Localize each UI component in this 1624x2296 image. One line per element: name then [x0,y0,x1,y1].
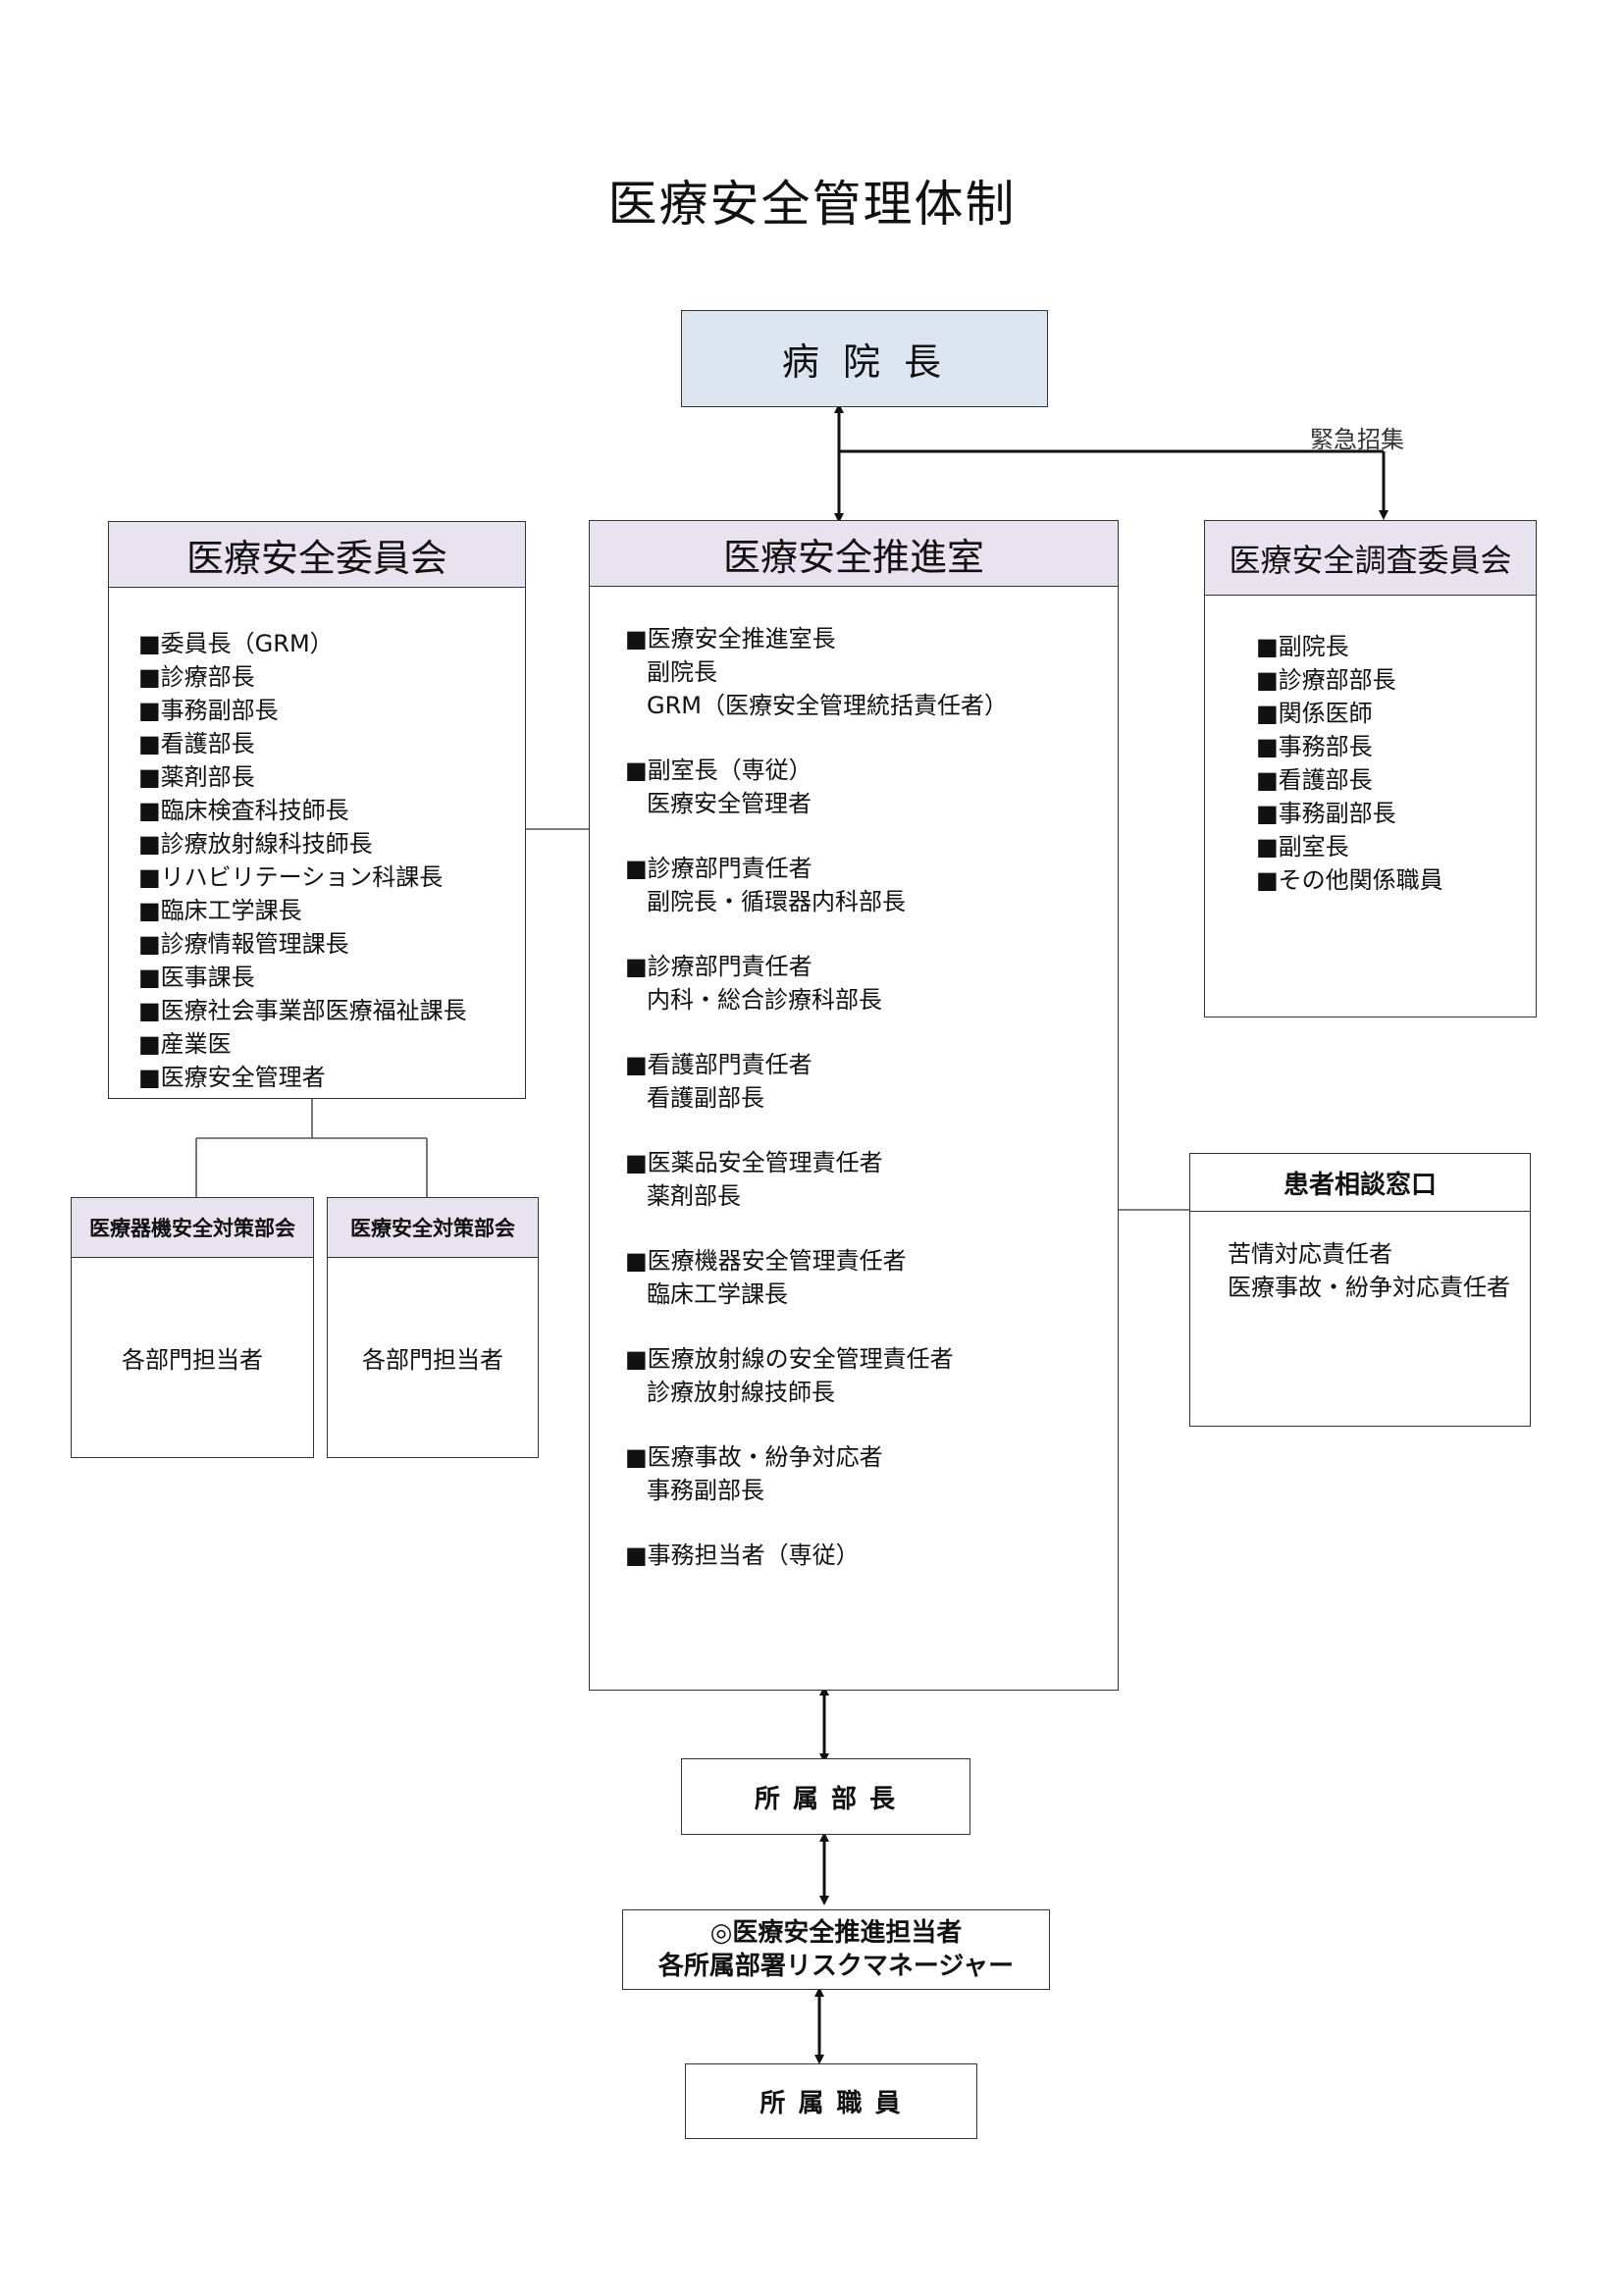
committee-member: ■産業医 [138,1030,232,1058]
consult-member: 医療事故・紛争対応責任者 [1228,1274,1510,1301]
consult-header: 患者相談窓口 [1189,1153,1531,1212]
dept-head-box: 所 属 部 長 [681,1758,970,1835]
office-group-sub: 副院長 [647,658,717,686]
subcommittee-2-body: 各部門担当者 [327,1257,539,1458]
committee-body: ■委員長（GRM） ■診療部長 ■事務副部長 ■看護部長 ■薬剤部長 ■臨床検査科技師長 ■… [108,587,526,1099]
committee-member: ■臨床検査科技師長 [138,797,349,824]
office-group-head: ■医療放射線の安全管理責任者 [625,1345,954,1373]
office-group: ■医療事故・紛争対応者事務副部長 [625,1440,1008,1507]
office-group-head: ■診療部門責任者 [625,855,812,882]
investigation-member: ■事務副部長 [1256,800,1396,827]
subcommittee-2-header: 医療安全対策部会 [327,1197,539,1258]
office-group: ■事務担当者（専従） [625,1539,1008,1572]
committee-member: ■リハビリテーション科課長 [138,863,444,891]
office-group-sub: 事務副部長 [647,1477,764,1504]
committee-member: ■診療情報管理課長 [138,930,349,958]
subcommittee-1-body: 各部門担当者 [71,1257,314,1458]
office-group-head: ■医療機器安全管理責任者 [625,1247,907,1275]
office-group-sub: 診療放射線技師長 [647,1379,835,1406]
committee-member: ■臨床工学課長 [138,897,302,924]
consult-member-list: 苦情対応責任者医療事故・紛争対応責任者 [1228,1237,1510,1304]
investigation-member: ■看護部長 [1256,766,1373,794]
subcommittee-1-text: 各部門担当者 [122,1346,263,1374]
office-group: ■副室長（専従） 医療安全管理者 [625,754,1008,820]
consult-body: 苦情対応責任者医療事故・紛争対応責任者 [1189,1211,1531,1427]
office-group-head: ■医療安全推進室長 [625,625,836,652]
office-group-sub: 臨床工学課長 [647,1280,788,1308]
committee-member: ■診療放射線科技師長 [138,830,373,858]
office-group: ■医薬品安全管理責任者薬剤部長 [625,1146,1008,1213]
investigation-member: ■診療部部長 [1256,666,1396,694]
office-group-list: ■医療安全推進室長副院長 GRM（医療安全管理統括責任者） ■副室長（専従） 医療安全… [625,622,1008,1603]
promoter-line-1: ◎医療安全推進担当者 [709,1918,963,1948]
office-group-head: ■医療事故・紛争対応者 [625,1443,883,1471]
subcommittee-2-text: 各部門担当者 [362,1346,503,1374]
committee-header: 医療安全委員会 [108,521,526,588]
committee-member: ■医事課長 [138,964,255,991]
promoter-line-2: 各所属部署リスクマネージャー [657,1952,1015,1981]
office-group-sub: 内科・総合診療科部長 [647,986,882,1014]
subcommittee-1-header: 医療器機安全対策部会 [71,1197,314,1258]
office-group: ■医療安全推進室長副院長 GRM（医療安全管理統括責任者） [625,622,1008,722]
committee-member: ■医療社会事業部医療福祉課長 [138,997,467,1024]
promoter-box: ◎医療安全推進担当者 各所属部署リスクマネージャー [622,1909,1050,1990]
office-group-sub: 副院長・循環器内科部長 [647,888,906,915]
investigation-body: ■副院長 ■診療部部長 ■関係医師 ■事務部長 ■看護部長 ■事務副部長 ■副室長 ■その他関… [1204,595,1537,1018]
office-group-sub: 薬剤部長 [647,1182,741,1210]
office-body: ■医療安全推進室長副院長 GRM（医療安全管理統括責任者） ■副室長（専従） 医療安全… [589,586,1119,1691]
investigation-member: ■関係医師 [1256,700,1373,727]
office-group-head: ■医薬品安全管理責任者 [625,1149,883,1176]
staff-box: 所 属 職 員 [685,2063,977,2139]
office-header: 医療安全推進室 [589,520,1119,587]
committee-member: ■診療部長 [138,663,255,691]
office-group: ■診療部門責任者副院長・循環器内科部長 [625,852,1008,918]
office-group: ■医療放射線の安全管理責任者診療放射線技師長 [625,1342,1008,1409]
investigation-member-list: ■副院長 ■診療部部長 ■関係医師 ■事務部長 ■看護部長 ■事務副部長 ■副室長 ■その他関… [1256,630,1443,897]
office-group: ■看護部門責任者看護副部長 [625,1048,1008,1115]
office-group-sub: 看護副部長 [647,1084,764,1112]
office-group-head: ■看護部門責任者 [625,1051,812,1078]
committee-member: ■事務副部長 [138,697,279,724]
investigation-member: ■その他関係職員 [1256,866,1443,894]
committee-member-list: ■委員長（GRM） ■診療部長 ■事務副部長 ■看護部長 ■薬剤部長 ■臨床検査科技師長 ■… [138,627,467,1094]
page-title: 医療安全管理体制 [607,176,1017,233]
emergency-label: 緊急招集 [1310,426,1404,453]
investigation-member: ■事務部長 [1256,733,1373,760]
office-group-sub: GRM（医療安全管理統括責任者） [647,692,1008,719]
consult-member: 苦情対応責任者 [1228,1240,1392,1268]
committee-member: ■看護部長 [138,730,255,757]
office-group: ■医療機器安全管理責任者臨床工学課長 [625,1244,1008,1311]
office-group-head: ■診療部門責任者 [625,953,812,980]
office-group-sub: 医療安全管理者 [647,790,812,817]
office-group-head: ■副室長（専従） [625,757,812,784]
committee-member: ■医療安全管理者 [138,1064,326,1091]
committee-member: ■薬剤部長 [138,763,255,791]
investigation-header: 医療安全調査委員会 [1204,520,1537,596]
office-group: ■診療部門責任者内科・総合診療科部長 [625,950,1008,1017]
investigation-member: ■副院長 [1256,633,1349,660]
director-box: 病 院 長 [681,310,1048,407]
committee-member: ■委員長（GRM） [138,630,334,657]
office-group-head: ■事務担当者（専従） [625,1541,860,1569]
investigation-member: ■副室長 [1256,833,1349,861]
